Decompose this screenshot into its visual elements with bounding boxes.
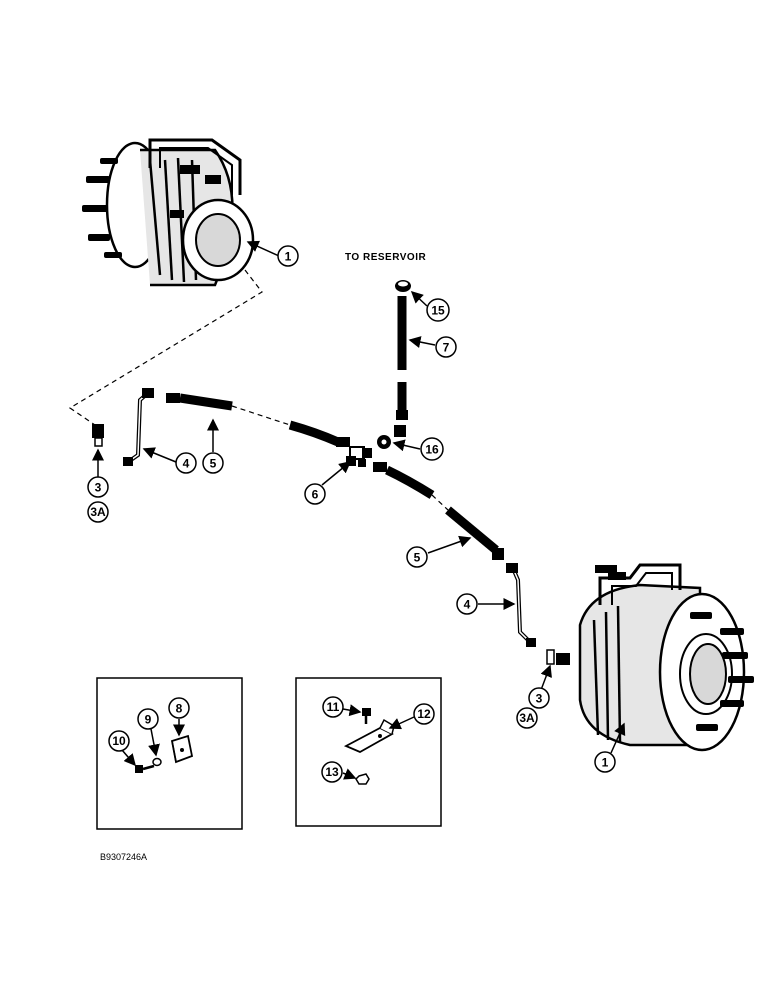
- callout-3a-elbow-right: 3A: [519, 711, 535, 725]
- callout-12-bracket: 12: [417, 707, 431, 721]
- callout-11-bolt: 11: [327, 700, 340, 714]
- callout-10-bolt: 10: [112, 734, 126, 748]
- callout-1-motor-right: 1: [602, 756, 609, 770]
- callout-15-cap: 15: [431, 304, 445, 318]
- tube-right: [506, 563, 536, 647]
- callout-9-washer: 9: [145, 713, 152, 727]
- callout-5-hose-left: 5: [210, 457, 217, 471]
- callout-3-elbow-left: 3: [95, 481, 102, 495]
- hydraulic-motor-left: [82, 138, 255, 287]
- figure-reference-code: B9307246A: [100, 852, 147, 862]
- callout-13-nut: 13: [325, 765, 339, 779]
- callout-6-tee: 6: [312, 488, 319, 502]
- reservoir-label: TO RESERVOIR: [345, 252, 426, 263]
- reservoir-hose: [396, 296, 408, 420]
- elbow-fitting-right: [546, 649, 570, 665]
- dashed-connection-left: [68, 269, 263, 426]
- cap-fitting: [395, 280, 411, 292]
- tube-left: [123, 388, 154, 466]
- tee-fitting: [346, 446, 372, 467]
- inset-bracket-assembly: 11 12 13: [295, 677, 442, 827]
- callout-4-tube-right: 4: [464, 598, 471, 612]
- callout-1-motor-left: 1: [285, 250, 292, 264]
- hydraulic-motor-right: [578, 563, 754, 752]
- callout-8-block: 8: [176, 702, 183, 716]
- inset-block-assembly: 8 9 10: [96, 677, 243, 830]
- hose-right: [373, 462, 504, 560]
- hose-left: [166, 393, 350, 447]
- callout-5-hose-right: 5: [414, 551, 421, 565]
- callout-4-tube-left: 4: [183, 457, 190, 471]
- callout-16-adapter: 16: [425, 443, 439, 457]
- callout-3-elbow-right: 3: [536, 692, 543, 706]
- callout-7-reservoir-hose: 7: [443, 341, 450, 355]
- adapter-fitting: [377, 425, 406, 449]
- callout-3a-elbow-left: 3A: [90, 505, 106, 519]
- elbow-fitting-left: [92, 424, 104, 447]
